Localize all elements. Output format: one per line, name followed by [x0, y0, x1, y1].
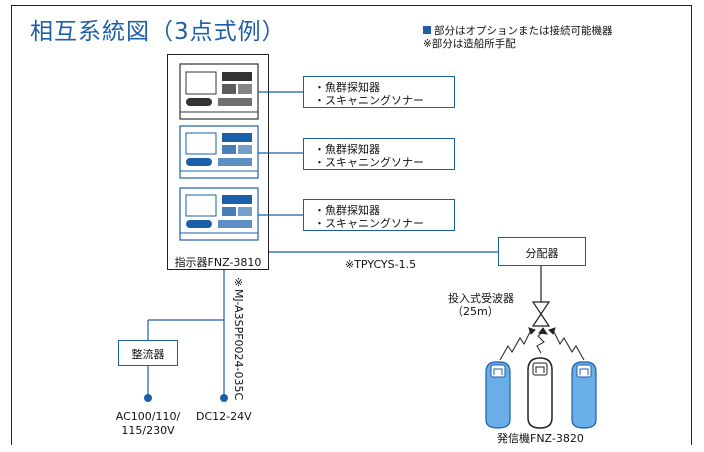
- display-unit-label: 指示器FNZ-3810: [174, 256, 262, 269]
- device-box-3: ・魚群探知器 ・スキャニングソナー: [303, 199, 455, 231]
- cable-label: ※TPYCYS-1.5: [345, 258, 417, 271]
- power-lines: [147, 270, 225, 395]
- device-1-line2: ・スキャニングソナー: [314, 94, 424, 107]
- receiver-label: 投入式受波器: [448, 292, 514, 305]
- legend: 部分はオプションまたは接続可能機器 ※部分は造船所手配: [423, 25, 613, 51]
- device-box-1: ・魚群探知器 ・スキャニングソナー: [303, 76, 455, 108]
- ac-power-line1: AC100/110/: [115, 410, 181, 423]
- rectifier-label: 整流器: [131, 348, 165, 361]
- device-connection-lines: [258, 91, 303, 216]
- power-cable-label: ※MJ-A3SPF0024-035C: [232, 276, 245, 401]
- distributor-box: 分配器: [498, 237, 586, 266]
- device-2-line2: ・スキャニングソナー: [314, 156, 424, 169]
- option-marker-icon: [423, 26, 431, 34]
- dc-power-label: DC12-24V: [196, 410, 252, 423]
- transmitter-1-icon: [485, 361, 511, 429]
- page-title: 相互系統図（3点式例）: [30, 19, 286, 45]
- ac-power-line2: 115/230V: [121, 424, 175, 437]
- diagram-frame: [11, 5, 692, 445]
- ac-terminal-icon: [144, 394, 152, 402]
- receiver-symbol-icon: [531, 301, 551, 327]
- display-unit-3: [179, 187, 259, 241]
- transmitter-label: 発信機FNZ-3820: [497, 432, 584, 445]
- signal-lines: [499, 327, 585, 361]
- receiver-length: （25m）: [452, 305, 499, 318]
- display-unit-1: [179, 63, 259, 120]
- legend-shipyard: ※部分は造船所手配: [423, 38, 516, 50]
- distributor-label: 分配器: [525, 247, 559, 260]
- device-1-line1: ・魚群探知器: [314, 81, 380, 94]
- legend-option: 部分はオプションまたは接続可能機器: [434, 25, 613, 37]
- device-box-2: ・魚群探知器 ・スキャニングソナー: [303, 138, 455, 170]
- device-3-line2: ・スキャニングソナー: [314, 217, 424, 230]
- rectifier-box: 整流器: [118, 340, 178, 366]
- device-3-line1: ・魚群探知器: [314, 204, 380, 217]
- display-unit-2: [179, 125, 259, 179]
- dc-terminal-icon: [220, 394, 228, 402]
- transmitter-3-icon: [571, 361, 597, 429]
- ac-power-label: AC100/110/ 115/230V: [98, 410, 198, 438]
- device-2-line1: ・魚群探知器: [314, 143, 380, 156]
- transmitter-2-icon: [527, 357, 553, 429]
